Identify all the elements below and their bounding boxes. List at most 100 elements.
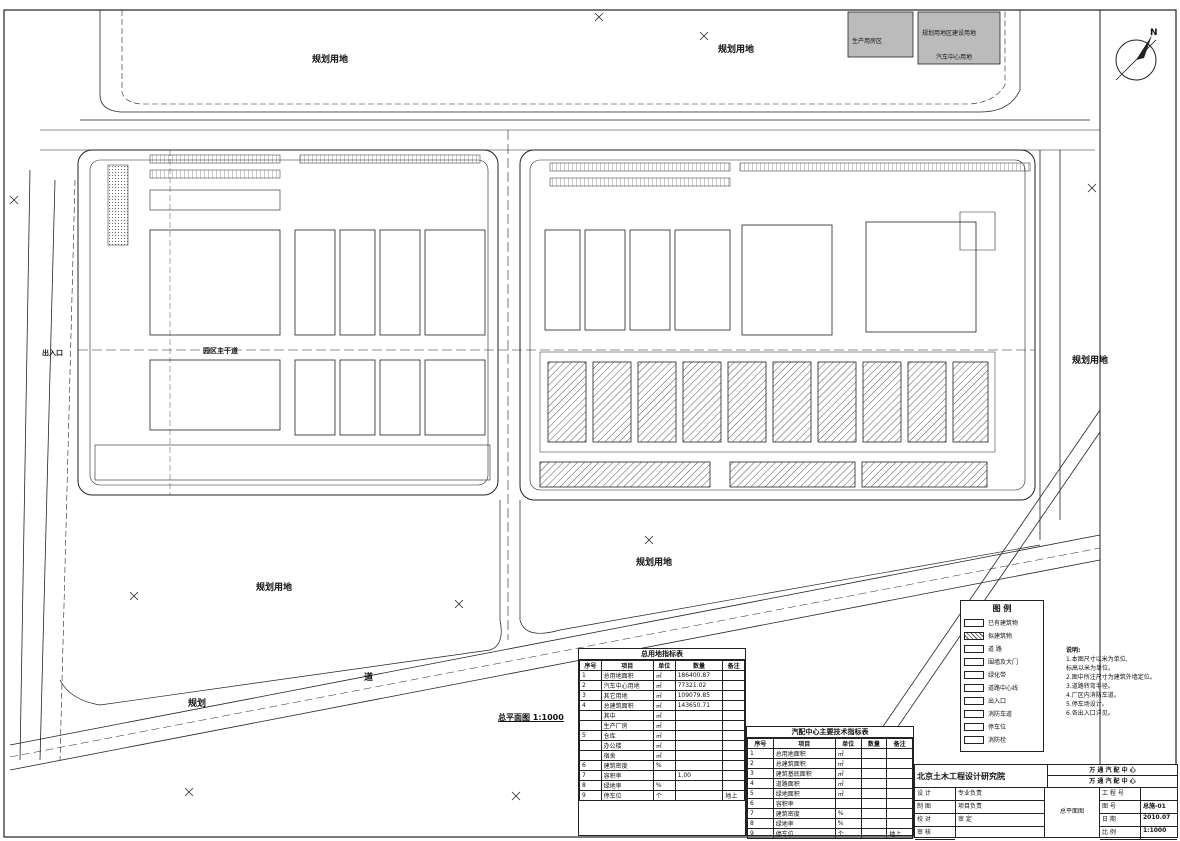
table-cell: ㎡ (652, 730, 676, 741)
table-cell (860, 788, 888, 799)
table-cell (722, 670, 745, 681)
table1-title: 总用地指标表 (579, 649, 745, 660)
note-line: 4.厂区内消防车道。 (1066, 692, 1120, 699)
table-cell: 办公楼 (600, 740, 654, 751)
table-cell: ㎡ (834, 758, 862, 769)
title-block-right-row: 工 程 号 (1100, 788, 1177, 801)
table-header-cell: 备注 (886, 738, 913, 749)
legend-symbol (964, 657, 984, 666)
legend-title: 图 例 (992, 604, 1012, 613)
table-cell (860, 778, 888, 789)
table-cell: 建筑基底面积 (772, 768, 836, 779)
legend-symbol (964, 631, 984, 640)
title-block-right-value: 1:1000 (1143, 827, 1167, 834)
table-cell: 8 (747, 818, 774, 829)
table-header-row: 序号项目单位数量备注 (747, 738, 913, 749)
table-cell (579, 740, 602, 751)
table-cell: 生产厂房 (600, 720, 654, 731)
table-cell: 停车位 (600, 790, 654, 801)
legend-item: 绿化带 (961, 668, 1043, 681)
legend-symbol (964, 618, 984, 627)
table-cell (886, 778, 913, 789)
table-cell (579, 750, 602, 761)
table-cell: % (834, 808, 862, 819)
table-cell (722, 760, 745, 771)
main-road-label: 园区主干道 (203, 347, 238, 355)
table-cell: ㎡ (834, 778, 862, 789)
table-cell: 宿舍 (600, 750, 654, 761)
table-cell: ㎡ (652, 750, 676, 761)
table-cell: 总建筑面积 (772, 758, 836, 769)
table-header-cell: 序号 (747, 738, 774, 749)
table-cell (860, 808, 888, 819)
table-cell: 汽车中心用地 (600, 680, 654, 691)
table-cell: 1.00 (674, 770, 724, 781)
table-cell: 绿地面积 (772, 788, 836, 799)
note-line: 1.本图尺寸以米为单位, (1066, 656, 1128, 663)
table-cell (886, 808, 913, 819)
title-block-right-label: 比 例 (1100, 827, 1141, 839)
table-cell: 容积率 (772, 798, 836, 809)
legend-item: 已有建筑物 (961, 616, 1043, 629)
table-cell: 7 (579, 770, 602, 781)
table-cell: 4 (579, 700, 602, 711)
table-cell (722, 730, 745, 741)
table-cell (674, 790, 724, 801)
table-cell: 其中 (600, 710, 654, 721)
table-header-cell: 单位 (834, 738, 862, 749)
table-cell (860, 748, 888, 759)
legend-symbol (964, 683, 984, 692)
table-cell: 2 (747, 758, 774, 769)
table-cell: 建筑密度 (772, 808, 836, 819)
planned-land-north: 规划用地 (312, 55, 349, 65)
legend-text: 已有建筑物 (988, 620, 1019, 627)
table-cell: ㎡ (834, 748, 862, 759)
title-block-cell: 审 核 (915, 827, 955, 840)
table-cell: 5 (579, 730, 602, 741)
note-line: 5.停车场设计。 (1066, 701, 1108, 708)
table-header-cell: 序号 (579, 660, 602, 671)
west-entrance-label: 出入口 (42, 349, 63, 357)
top-block-1-label: 生产用房区 (852, 38, 883, 45)
table-cell: 9 (747, 828, 774, 839)
legend-symbol (964, 644, 984, 653)
legend-text: 拟建筑物 (988, 633, 1013, 640)
table-cell: 186400.87 (674, 670, 724, 681)
legend-text: 停车位 (988, 724, 1007, 731)
table-cell: 其它用地 (600, 690, 654, 701)
legend-item: 消防栓 (961, 733, 1043, 746)
title-block: 北京土木工程设计研究院 万 通 汽 配 中 心 万 通 汽 配 中 心 设 计制… (914, 764, 1178, 840)
title-block-mid: 专业负责项目负责审 定 (956, 788, 1045, 837)
table-cell: 6 (579, 760, 602, 771)
table-cell: 建筑密度 (600, 760, 654, 771)
table-cell: 2 (579, 680, 602, 691)
title-block-cell: 校 对 (915, 814, 955, 827)
table-cell: 停车位 (772, 828, 836, 839)
title-block-right-label: 工 程 号 (1100, 788, 1141, 800)
table-cell: 4 (747, 778, 774, 789)
project-name-2: 万 通 汽 配 中 心 (1089, 778, 1136, 785)
title-block-cell: 设 计 (915, 788, 955, 801)
legend-text: 出入口 (988, 698, 1007, 705)
table-cell: ㎡ (652, 740, 676, 751)
table-cell: ㎡ (834, 788, 862, 799)
table-cell: 地上 (722, 790, 745, 801)
table-cell (579, 720, 602, 731)
table-cell (722, 770, 745, 781)
legend-symbol (964, 670, 984, 679)
table-cell: ㎡ (652, 670, 676, 681)
project-name-1: 万 通 汽 配 中 心 (1048, 765, 1177, 776)
table-cell: 个 (834, 828, 862, 839)
